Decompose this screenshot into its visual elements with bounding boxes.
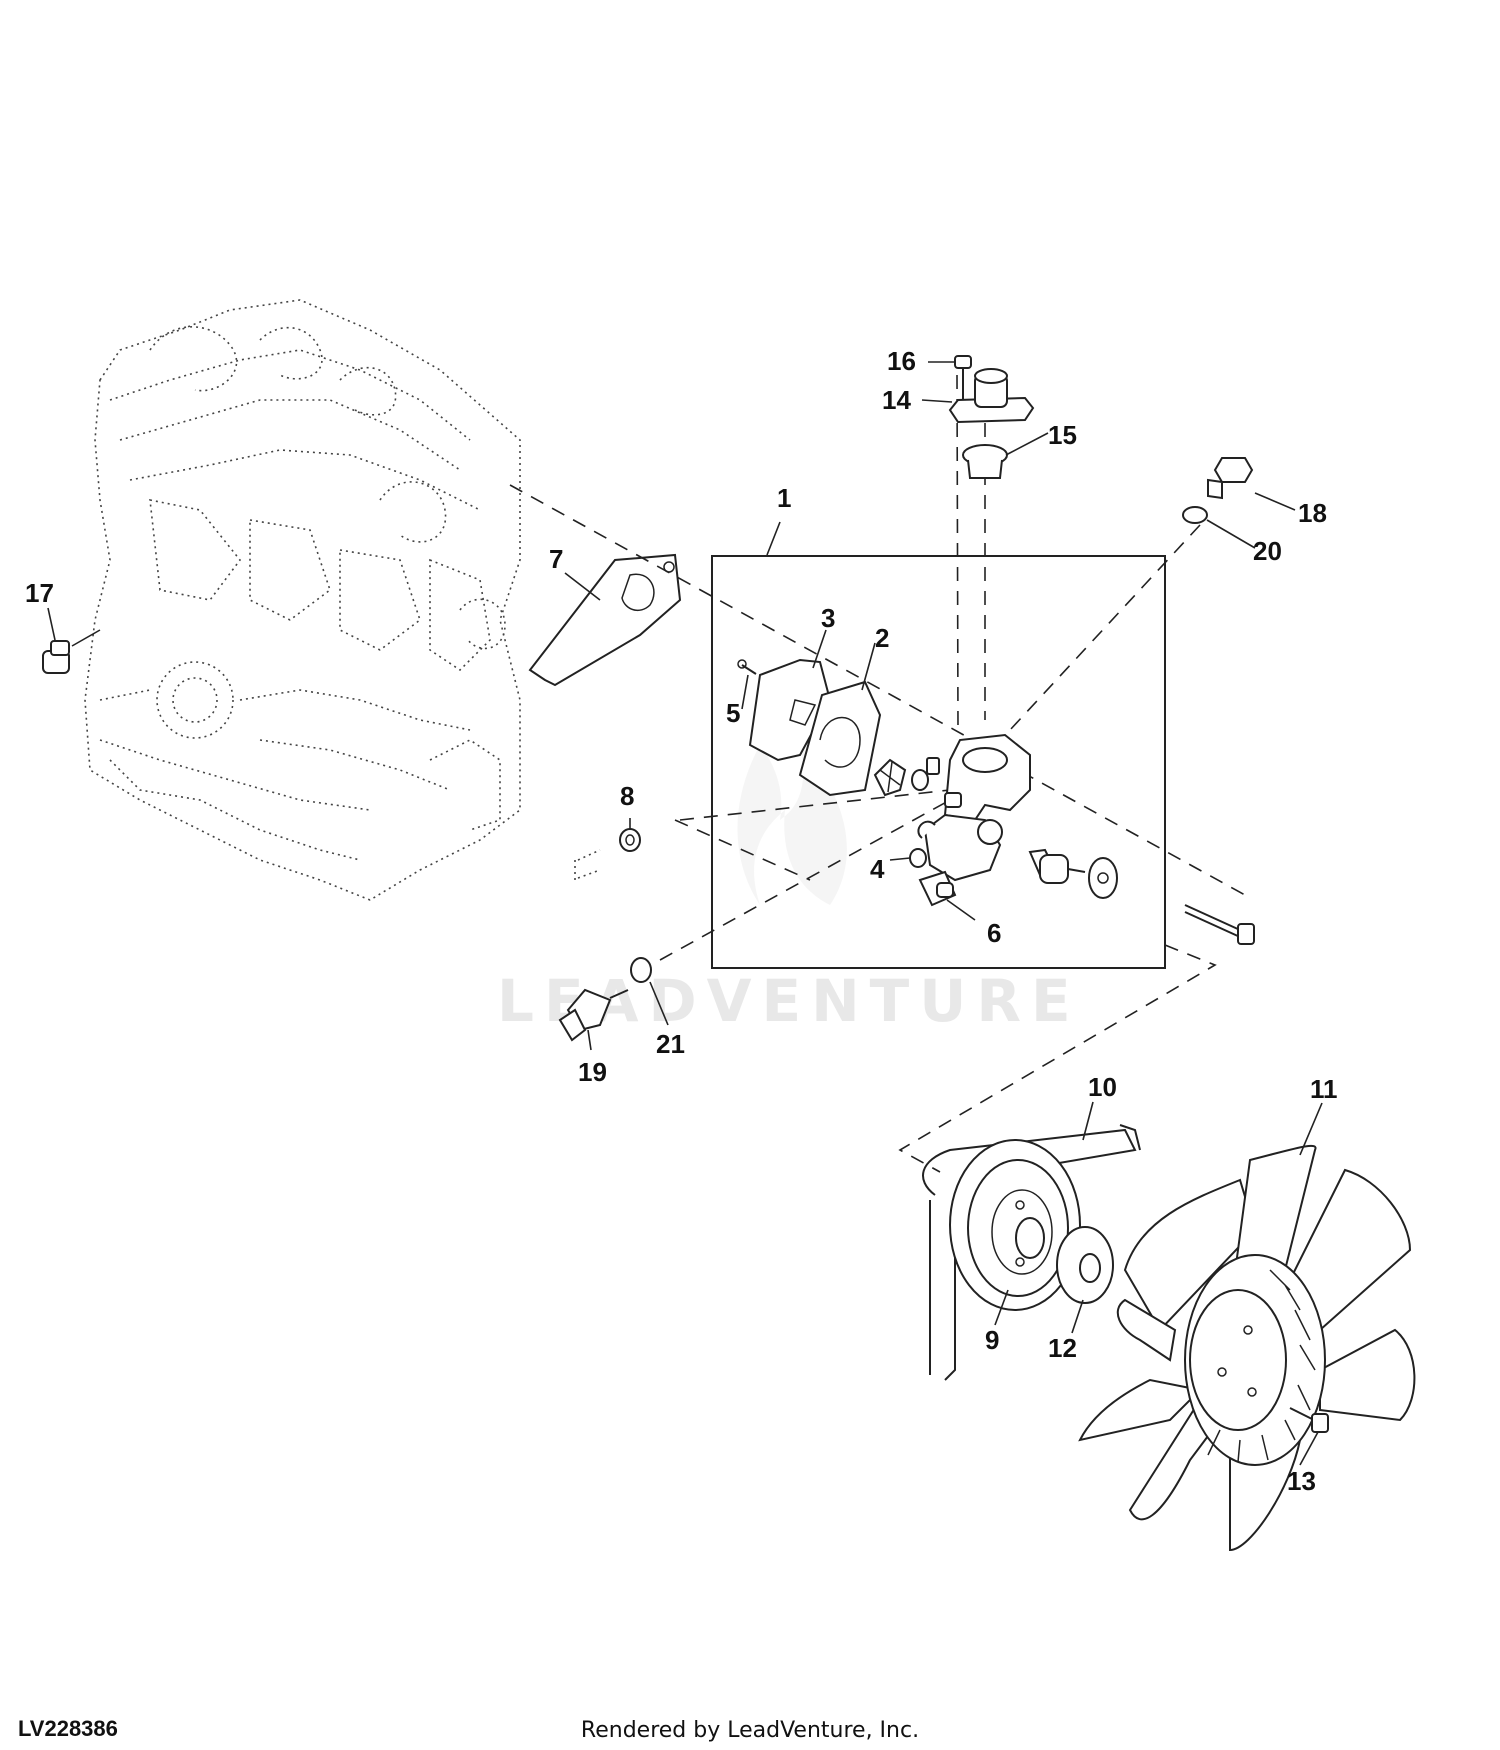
part-15-thermostat <box>962 444 1008 479</box>
part-14-housing <box>948 368 1035 424</box>
callout-12: 12 <box>1048 1333 1077 1363</box>
callout-13: 13 <box>1287 1466 1316 1496</box>
part-20-washer <box>1182 506 1208 524</box>
part-housing-bolt <box>1184 904 1255 945</box>
callout-2: 2 <box>875 623 889 653</box>
callout-21: 21 <box>656 1029 685 1059</box>
part-spring <box>926 757 940 775</box>
callout-17: 17 <box>25 578 54 608</box>
part-2-gasket <box>798 680 882 797</box>
part-4-oring <box>909 848 927 868</box>
figure-id: LV228386 <box>18 1716 118 1741</box>
callout-18: 18 <box>1298 498 1327 528</box>
part-7-gasket <box>528 553 682 687</box>
part-19-temp-sensor <box>558 988 629 1042</box>
callout-5: 5 <box>726 698 740 728</box>
callout-4: 4 <box>870 854 885 884</box>
callout-6: 6 <box>987 918 1001 948</box>
assembly-guide-lines <box>509 374 1246 1173</box>
callout-1: 1 <box>777 483 791 513</box>
leader-lines <box>47 361 1323 1466</box>
callout-labels: 1 2 3 4 5 6 7 8 9 10 11 12 13 14 15 16 1… <box>25 346 1338 1496</box>
callout-14: 14 <box>882 385 911 415</box>
callout-8: 8 <box>620 781 634 811</box>
callout-20: 20 <box>1253 536 1282 566</box>
part-5-screw <box>737 659 757 675</box>
callout-3: 3 <box>821 603 835 633</box>
part-21-washer <box>630 957 652 983</box>
callout-7: 7 <box>549 544 563 574</box>
part-18-plug <box>1207 457 1254 500</box>
callout-10: 10 <box>1088 1072 1117 1102</box>
part-11-fan <box>1078 1144 1416 1552</box>
part-pump-shaft <box>1028 848 1086 884</box>
part-12-spacer <box>1056 1226 1114 1304</box>
callout-15: 15 <box>1048 420 1077 450</box>
callout-11: 11 <box>1310 1074 1338 1104</box>
water-pump-housing <box>917 733 1031 907</box>
callout-9: 9 <box>985 1325 999 1355</box>
part-17-plug <box>42 629 101 674</box>
part-pump-hub <box>1088 857 1118 899</box>
part-impeller <box>873 758 929 797</box>
assembly-1-box <box>711 555 1166 969</box>
part-13-bolt <box>1289 1407 1329 1433</box>
engine-block <box>84 299 521 901</box>
part-9-pulley <box>949 1139 1081 1311</box>
callout-19: 19 <box>578 1057 607 1087</box>
part-8-washer <box>574 828 641 880</box>
callout-16: 16 <box>887 346 916 376</box>
render-credit: Rendered by LeadVenture, Inc. <box>580 1718 920 1743</box>
